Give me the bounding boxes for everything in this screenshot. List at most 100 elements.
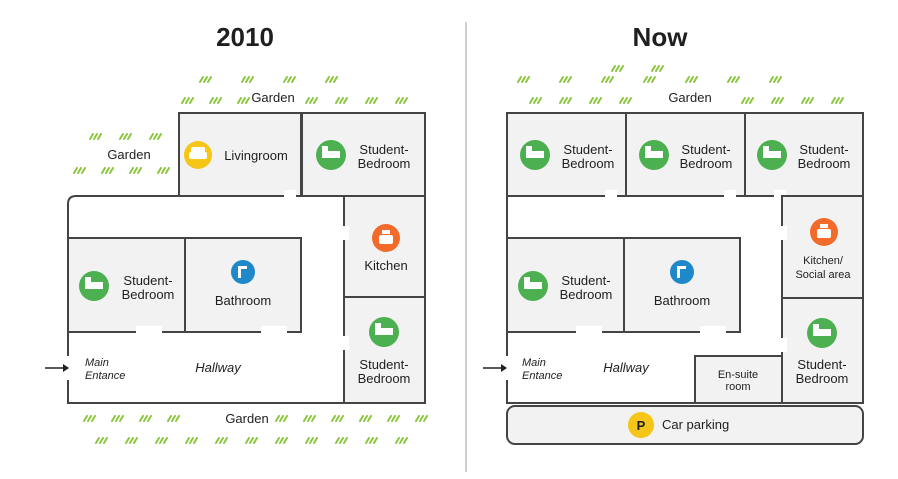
grass-mark: [305, 97, 310, 104]
grass-mark: [129, 437, 134, 444]
grass-mark: [339, 97, 344, 104]
shower-icon: [670, 260, 694, 284]
room-label-bedroom-line1: Student-: [799, 142, 848, 157]
grass-mark: [241, 97, 246, 104]
grass-mark: [165, 167, 170, 174]
grass-mark: [521, 76, 526, 83]
car-parking-label: Car parking: [662, 417, 729, 432]
grass-mark: [339, 437, 344, 444]
grass-mark: [727, 76, 732, 83]
grass-mark: [343, 97, 348, 104]
bed-icon: [518, 271, 548, 301]
room-label-bathroom: Bathroom: [654, 293, 710, 308]
grass-mark: [601, 76, 606, 83]
room-label-ensuite-line2: room: [725, 381, 750, 393]
grass-mark: [615, 65, 620, 72]
grass-mark: [335, 97, 340, 104]
grass-mark: [77, 167, 82, 174]
grass-mark: [283, 76, 288, 83]
grass-mark: [249, 437, 254, 444]
entrance-label-line1: Main: [85, 357, 109, 369]
grass-decoration: [517, 65, 844, 104]
grass-mark: [189, 437, 194, 444]
kitchen-icon: [810, 218, 838, 246]
room-label-bedroom-line1: Student-: [123, 273, 172, 288]
grass-mark: [331, 415, 336, 422]
grass-mark: [209, 97, 214, 104]
grass-mark: [395, 97, 400, 104]
grass-mark: [741, 97, 746, 104]
bed-icon: [316, 140, 346, 170]
grass-mark: [161, 167, 166, 174]
plan-now: Now Garden P Car parking: [483, 22, 864, 445]
grass-mark: [157, 167, 162, 174]
grass-mark: [81, 167, 86, 174]
grass-mark: [167, 415, 172, 422]
grass-mark: [419, 415, 424, 422]
grass-mark: [609, 76, 614, 83]
plan-title: Now: [633, 22, 689, 52]
grass-mark: [213, 97, 218, 104]
grass-mark: [119, 133, 124, 140]
grass-mark: [627, 97, 632, 104]
grass-mark: [769, 76, 774, 83]
grass-mark: [643, 76, 648, 83]
grass-mark: [245, 76, 250, 83]
room-label-bedroom-line1: Student-: [561, 273, 610, 288]
grass-mark: [343, 437, 348, 444]
room-label-ensuite-line1: En-suite: [718, 369, 758, 381]
grass-mark: [831, 97, 836, 104]
grass-mark: [563, 97, 568, 104]
grass-mark: [253, 437, 258, 444]
grass-mark: [529, 97, 534, 104]
grass-mark: [123, 133, 128, 140]
grass-mark: [559, 97, 564, 104]
grass-mark: [589, 97, 594, 104]
room-student-bedroom-bottom: [781, 297, 864, 404]
grass-mark: [217, 97, 222, 104]
plan-2010: 2010 Garden Garden Garden Livingroom: [45, 22, 428, 444]
grass-mark: [567, 76, 572, 83]
grass-mark: [369, 97, 374, 104]
room-label-bedroom-line2: Bedroom: [798, 156, 851, 171]
room-label-kitchen: Kitchen: [364, 258, 407, 273]
grass-mark: [567, 97, 572, 104]
grass-mark: [651, 76, 656, 83]
grass-mark: [93, 133, 98, 140]
room-label-bathroom: Bathroom: [215, 293, 271, 308]
garden-label-left: Garden: [107, 147, 150, 162]
room-label-bedroom-line2: Bedroom: [796, 371, 849, 386]
grass-mark: [171, 415, 176, 422]
grass-mark: [399, 437, 404, 444]
room-en-suite: [694, 355, 783, 404]
grass-mark: [305, 437, 310, 444]
room-kitchen-social: [781, 195, 864, 299]
grass-mark: [133, 437, 138, 444]
grass-mark: [659, 65, 664, 72]
grass-mark: [111, 415, 116, 422]
room-student-bedroom-2: [625, 112, 746, 197]
bed-icon: [369, 317, 399, 347]
grass-mark: [775, 97, 780, 104]
grass-mark: [219, 437, 224, 444]
grass-mark: [237, 97, 242, 104]
grass-mark: [127, 133, 132, 140]
grass-mark: [175, 415, 180, 422]
grass-mark: [313, 437, 318, 444]
grass-mark: [651, 65, 656, 72]
grass-mark: [735, 76, 740, 83]
room-label-bedroom-line1: Student-: [797, 357, 846, 372]
grass-mark: [369, 437, 374, 444]
bed-icon: [757, 140, 787, 170]
grass-mark: [311, 415, 316, 422]
arrow-right-icon: [45, 364, 69, 372]
room-label-bedroom-line2: Bedroom: [122, 287, 175, 302]
bed-icon: [807, 318, 837, 348]
room-label-bedroom-line1: Student-: [563, 142, 612, 157]
entrance-label-line2: Entance: [522, 370, 562, 382]
grass-mark: [193, 437, 198, 444]
grass-mark: [283, 437, 288, 444]
grass-mark: [73, 167, 78, 174]
garden-label-top: Garden: [251, 90, 294, 105]
